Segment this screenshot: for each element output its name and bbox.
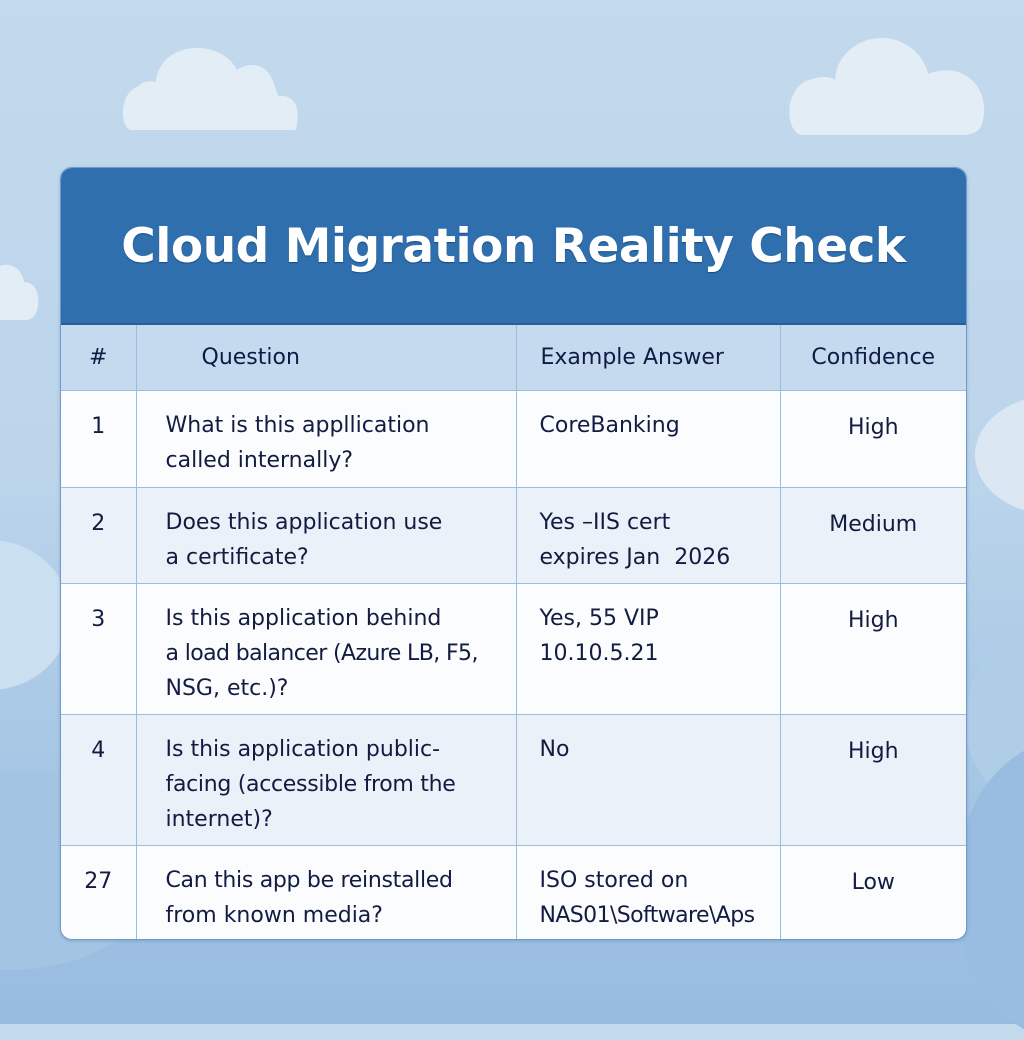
table-row: 1 What is this appllication called inter… xyxy=(61,390,966,487)
question-text: Can this app be reinstalled xyxy=(165,867,453,893)
answer-cell: Yes, 55 VIP 10.10.5.21 xyxy=(516,583,781,714)
confidence-cell: Medium xyxy=(829,511,918,537)
question-text: called internally? xyxy=(165,447,354,473)
confidence-cell: Low xyxy=(851,869,895,895)
row-number: 27 xyxy=(61,845,137,939)
answer-text: Yes –IIS cert xyxy=(539,509,671,535)
question-text: Does this application use xyxy=(165,509,443,535)
answer-cell: ISO stored on NAS01\Software\Aps xyxy=(516,845,781,939)
table-row: 3 Is this application behind a load bala… xyxy=(61,583,966,714)
question-text: a load balancer (Azure LB, F5, xyxy=(165,640,479,666)
column-header-number: # xyxy=(61,325,137,390)
answer-text: ISO stored on xyxy=(539,867,689,893)
table-header-row: # Question Example Answer Confidence xyxy=(61,325,966,390)
row-number: 2 xyxy=(61,487,137,583)
answer-text: expires Jan 2026 xyxy=(539,544,731,570)
answer-text: 10.10.5.21 xyxy=(539,640,659,666)
question-text: a certificate? xyxy=(165,544,309,570)
question-cell: Is this application behind a load balanc… xyxy=(136,583,517,714)
page-title: Cloud Migration Reality Check xyxy=(121,219,906,274)
question-cell: Is this application public- facing (acce… xyxy=(136,714,517,845)
question-text: NSG, etc.)? xyxy=(165,675,289,701)
row-number: 1 xyxy=(61,390,137,487)
checklist-table: # Question Example Answer Confidence 1 W… xyxy=(61,325,966,939)
column-header-question: Question xyxy=(136,325,517,390)
cloud-icon xyxy=(122,48,298,130)
question-cell: Can this app be reinstalled from known m… xyxy=(136,845,517,939)
cloud-icon xyxy=(0,264,39,320)
question-cell: What is this appllication called interna… xyxy=(136,390,517,487)
answer-text: Yes, 55 VIP xyxy=(539,605,659,631)
question-cell: Does this application use a certificate? xyxy=(136,487,517,583)
question-text: Is this application behind xyxy=(165,605,442,631)
answer-text: No xyxy=(539,736,570,762)
answer-cell: Yes –IIS cert expires Jan 2026 xyxy=(516,487,781,583)
question-text: What is this appllication xyxy=(165,412,430,438)
row-number: 4 xyxy=(61,714,137,845)
question-text: Is this application public- xyxy=(165,736,441,762)
confidence-cell: High xyxy=(847,414,899,440)
row-number: 3 xyxy=(61,583,137,714)
confidence-cell: High xyxy=(847,607,899,633)
answer-cell: No xyxy=(516,714,781,845)
column-header-answer: Example Answer xyxy=(516,325,781,390)
title-banner: Cloud Migration Reality Check xyxy=(61,168,966,325)
answer-text: NAS01\Software\Aps xyxy=(539,902,756,928)
checklist-card: Cloud Migration Reality Check # Question… xyxy=(60,167,967,940)
answer-cell: CoreBanking xyxy=(516,390,781,487)
column-header-confidence: Confidence xyxy=(811,344,936,370)
table-row: 4 Is this application public- facing (ac… xyxy=(61,714,966,845)
answer-text: CoreBanking xyxy=(539,412,680,438)
table-row: 27 Can this app be reinstalled from know… xyxy=(61,845,966,939)
question-text: from known media? xyxy=(165,902,383,928)
table-row: 2 Does this application use a certificat… xyxy=(61,487,966,583)
question-text: internet)? xyxy=(165,806,273,832)
cloud-icon xyxy=(789,38,985,135)
question-text: facing (accessible from the xyxy=(165,771,456,797)
cloud-hill xyxy=(975,395,1024,515)
confidence-cell: High xyxy=(847,738,899,764)
